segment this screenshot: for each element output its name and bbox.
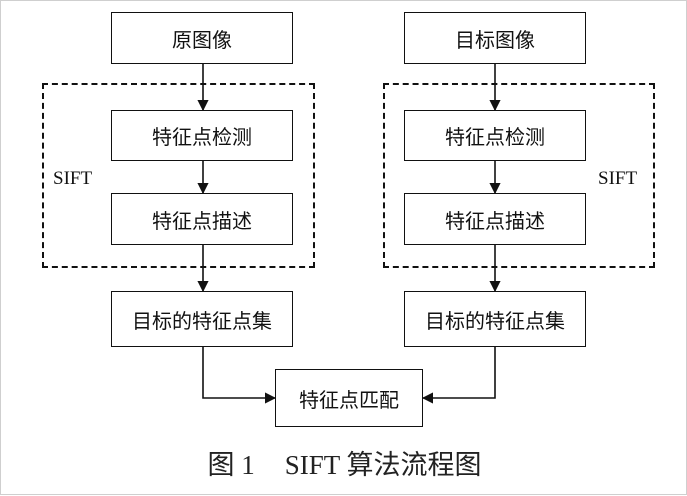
figure-caption: 图 1 SIFT 算法流程图: [1, 443, 687, 482]
sift-group-right: [383, 83, 655, 268]
box-left-feature-description: 特征点描述: [111, 193, 293, 245]
box-right-feature-detection: 特征点检测: [404, 110, 586, 161]
box-left-feature-detection: 特征点检测: [111, 110, 293, 161]
arrow-right-set-to-match: [421, 346, 496, 404]
sift-group-left: [42, 83, 315, 268]
box-source-image: 原图像: [111, 12, 293, 64]
box-right-feature-description: 特征点描述: [404, 193, 586, 245]
sift-label-left: SIFT: [53, 168, 93, 189]
box-target-image: 目标图像: [404, 12, 586, 64]
box-feature-matching: 特征点匹配: [275, 369, 423, 427]
box-right-feature-set: 目标的特征点集: [404, 291, 586, 347]
arrow-left-set-to-match: [202, 346, 277, 404]
sift-label-right: SIFT: [598, 168, 638, 189]
caption-title: SIFT 算法流程图: [284, 450, 482, 480]
caption-number: 图 1: [207, 450, 255, 480]
box-left-feature-set: 目标的特征点集: [111, 291, 293, 347]
